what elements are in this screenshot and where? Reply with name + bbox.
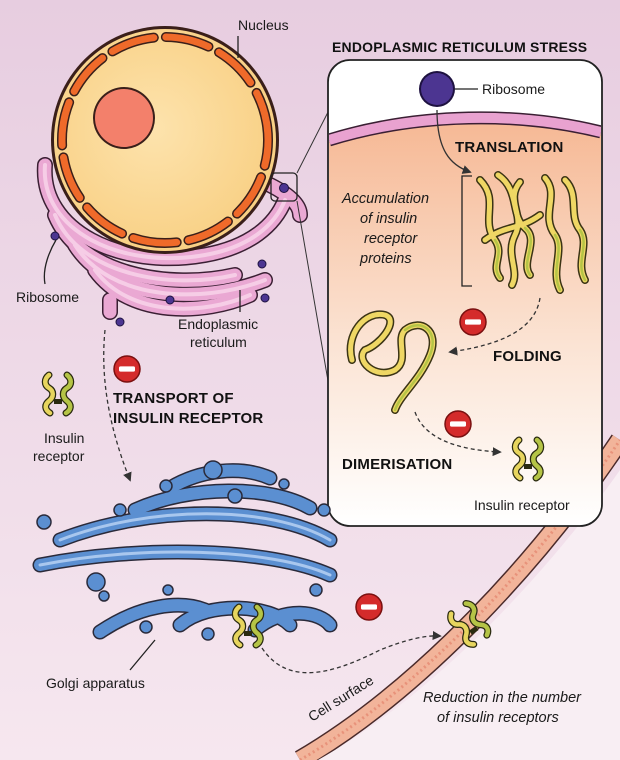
transport-label-line1: TRANSPORT OF (113, 390, 234, 407)
inhibit-dimerisation-icon (444, 410, 472, 438)
er-stress-title: ENDOPLASMIC RETICULUM STRESS (332, 39, 587, 55)
left-insulin-receptor-label1: Insulin (44, 430, 84, 446)
accumulated-proteins (476, 171, 589, 294)
accumulation-line1: Accumulation (341, 191, 429, 207)
er-label-line1: Endoplasmic (178, 316, 258, 332)
golgi-label: Golgi apparatus (46, 675, 145, 691)
ribosome-left-label: Ribosome (16, 289, 79, 305)
dimerisation-arrow (414, 411, 502, 457)
folding-label: FOLDING (493, 348, 562, 365)
ribosome-left-leader (43, 239, 57, 285)
extracellular-space (318, 470, 620, 760)
accumulation-bracket (461, 175, 472, 287)
folding-arrow (448, 297, 541, 356)
accumulation-line4: proteins (359, 251, 412, 267)
panel-ribosome (421, 73, 453, 105)
golgi-vesicles (36, 460, 331, 641)
endoplasmic-reticulum (36, 157, 308, 320)
transport-arrow (103, 329, 132, 482)
translation-arrow (436, 109, 472, 174)
panel-ribosome-label: Ribosome (482, 81, 545, 97)
transport-label-line2: INSULIN RECEPTOR (113, 410, 263, 427)
golgi-leader (129, 639, 156, 671)
surface-transport-arrow (261, 630, 442, 674)
panel-insulin-receptor-label: Insulin receptor (474, 497, 570, 513)
er-ribosomes (50, 183, 289, 327)
folding-protein (346, 310, 437, 414)
translation-label: TRANSLATION (455, 139, 564, 156)
reduction-line2: of insulin receptors (437, 710, 559, 726)
zoom-region (270, 172, 298, 202)
dimerisation-label: DIMERISATION (342, 456, 452, 473)
er-label-line2: reticulum (190, 334, 247, 350)
nucleus-label: Nucleus (238, 17, 289, 33)
accumulation-line3: receptor (364, 231, 418, 247)
inhibit-surface-icon (355, 593, 383, 621)
inhibit-folding-icon (459, 308, 487, 336)
left-insulin-receptor-label2: receptor (33, 448, 85, 464)
reduction-line1: Reduction in the number (423, 690, 582, 706)
inhibit-transport-icon (113, 355, 141, 383)
accumulation-line2: of insulin (360, 211, 417, 227)
nucleus (51, 26, 279, 254)
nucleolus (95, 89, 153, 147)
